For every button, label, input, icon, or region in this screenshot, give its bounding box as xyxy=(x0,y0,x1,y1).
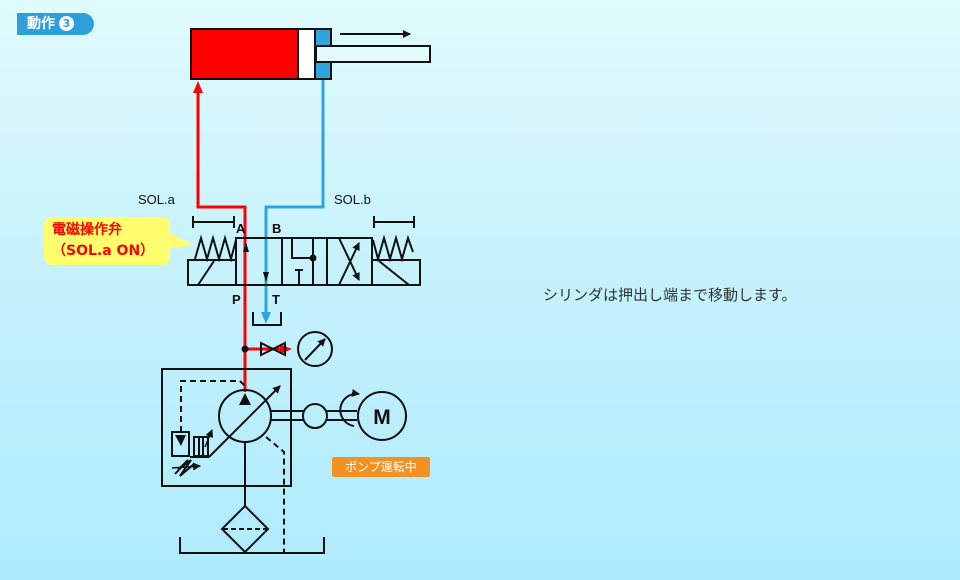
directional-control-valve xyxy=(187,216,421,326)
pressure-gauge-icon xyxy=(297,331,333,367)
port-p-label: P xyxy=(232,292,241,307)
shaft-coupling-icon xyxy=(302,403,328,429)
spring-a xyxy=(194,234,237,263)
solenoid-b xyxy=(371,259,421,286)
callout-subtitle: （SOL.a ON） xyxy=(52,243,155,259)
step-description: シリンダは押出し端まで移動します。 xyxy=(543,286,797,304)
port-b-label: B xyxy=(272,221,281,236)
cylinder-cap-chamber xyxy=(190,28,299,80)
needle-valve-icon xyxy=(260,341,286,357)
filter-icon xyxy=(220,504,270,554)
pump-status-badge: ポンプ運転中 xyxy=(332,457,430,477)
tank-symbol-reservoir xyxy=(179,537,325,554)
adjustable-spring-icon xyxy=(174,459,195,477)
port-a-label: A xyxy=(236,221,246,236)
solenoid-valve-callout: 電磁操作弁 （SOL.a ON） xyxy=(44,217,170,265)
callout-pointer xyxy=(168,232,194,248)
spring-b xyxy=(372,234,414,263)
hydraulic-cylinder xyxy=(190,28,431,80)
pump-unit-frame xyxy=(161,368,292,487)
cylinder-piston xyxy=(297,28,316,80)
pressure-line xyxy=(193,81,292,392)
callout-title: 電磁操作弁 xyxy=(52,222,122,238)
return-line xyxy=(261,80,325,324)
step-label: 動作 xyxy=(27,16,55,32)
step-badge: 動作 3 xyxy=(17,13,94,35)
sol-b-label: SOL.b xyxy=(334,192,371,207)
pressure-gauge-branch xyxy=(241,331,333,367)
sol-a-label: SOL.a xyxy=(138,192,176,207)
step-number: 3 xyxy=(59,16,74,31)
tank-symbol-valve xyxy=(252,312,282,326)
motor-label: M xyxy=(373,406,391,429)
motor-icon xyxy=(357,391,407,441)
port-t-label: T xyxy=(272,292,280,307)
pump-unit: M xyxy=(161,368,407,554)
cylinder-rod xyxy=(315,45,431,63)
